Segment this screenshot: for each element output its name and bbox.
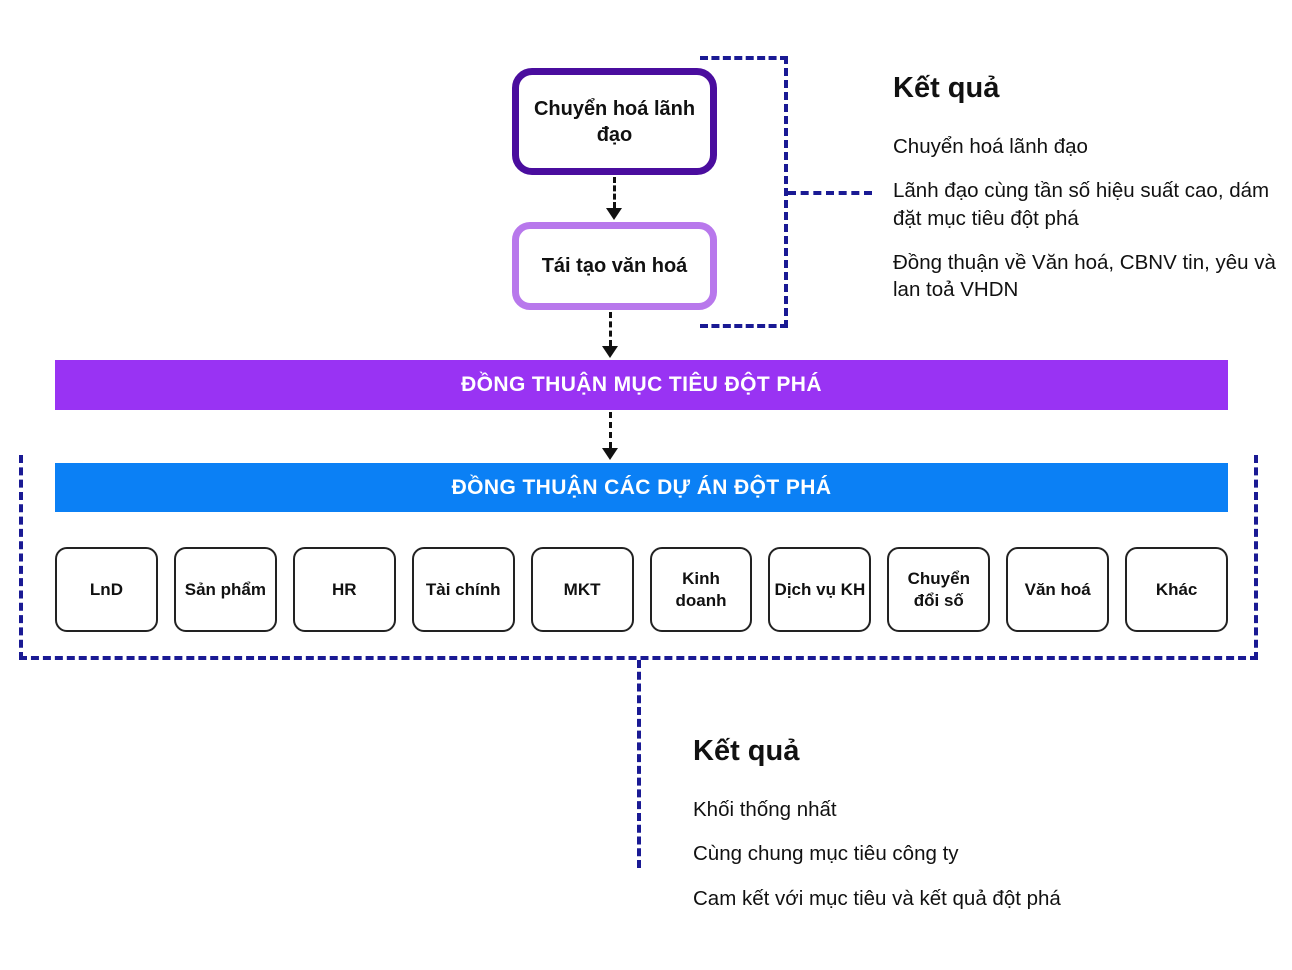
- department-row: LnD Sản phẩm HR Tài chính MKT Kinh doanh…: [55, 547, 1229, 632]
- dashed-line-bottom: [637, 660, 641, 868]
- flow-box-leadership: Chuyển hoá lãnh đạo: [512, 68, 717, 175]
- arrow-head-icon: [602, 448, 618, 460]
- results-title: Kết quả: [893, 72, 1000, 104]
- dashed-region-projects: [19, 455, 1258, 660]
- department-box-lnd: LnD: [55, 547, 158, 632]
- flow-arrow: [602, 312, 618, 358]
- results-item: Cam kết với mục tiêu và kết quả đột phá: [693, 886, 1061, 910]
- arrow-line: [608, 412, 612, 448]
- department-box-chuyen-doi-so: Chuyển đổi số: [887, 547, 991, 632]
- dashed-bracket-top: [700, 56, 788, 328]
- department-box-hr: HR: [292, 547, 396, 632]
- flow-box-culture: Tái tạo văn hoá: [512, 222, 717, 310]
- flow-arrow: [606, 177, 622, 220]
- arrow-head-icon: [602, 346, 618, 358]
- results-item: Khối thống nhất: [693, 798, 837, 821]
- department-box-san-pham: Sản phẩm: [173, 547, 277, 632]
- bar-projects: ĐỒNG THUẬN CÁC DỰ ÁN ĐỘT PHÁ: [55, 463, 1228, 512]
- results-panel-top: Kết quả Chuyển hoá lãnh đạo Lãnh đạo cùn…: [893, 72, 1292, 320]
- results-title: Kết quả: [693, 735, 800, 767]
- department-box-khac: Khác: [1125, 547, 1229, 632]
- results-item: Đồng thuận về Văn hoá, CBNV tin, yêu và …: [893, 250, 1276, 301]
- bar-goals: ĐỒNG THUẬN MỤC TIÊU ĐỘT PHÁ: [55, 360, 1228, 410]
- flow-arrow: [602, 412, 618, 460]
- department-box-dich-vu-kh: Dịch vụ KH: [768, 547, 872, 632]
- arrow-line: [612, 177, 616, 208]
- department-box-mkt: MKT: [530, 547, 634, 632]
- department-box-tai-chinh: Tài chính: [411, 547, 515, 632]
- results-item: Cùng chung mục tiêu công ty: [693, 842, 959, 866]
- results-panel-bottom: Kết quả Khối thống nhất Cùng chung mục t…: [693, 735, 1183, 929]
- results-item: Lãnh đạo cùng tần số hiệu suất cao, dám …: [893, 179, 1270, 230]
- arrow-line: [608, 312, 612, 346]
- arrow-head-icon: [606, 208, 622, 220]
- department-box-kinh-doanh: Kinh doanh: [649, 547, 753, 632]
- dashed-connector: [788, 191, 872, 195]
- results-item: Chuyển hoá lãnh đạo: [893, 135, 1088, 158]
- department-box-van-hoa: Văn hoá: [1006, 547, 1110, 632]
